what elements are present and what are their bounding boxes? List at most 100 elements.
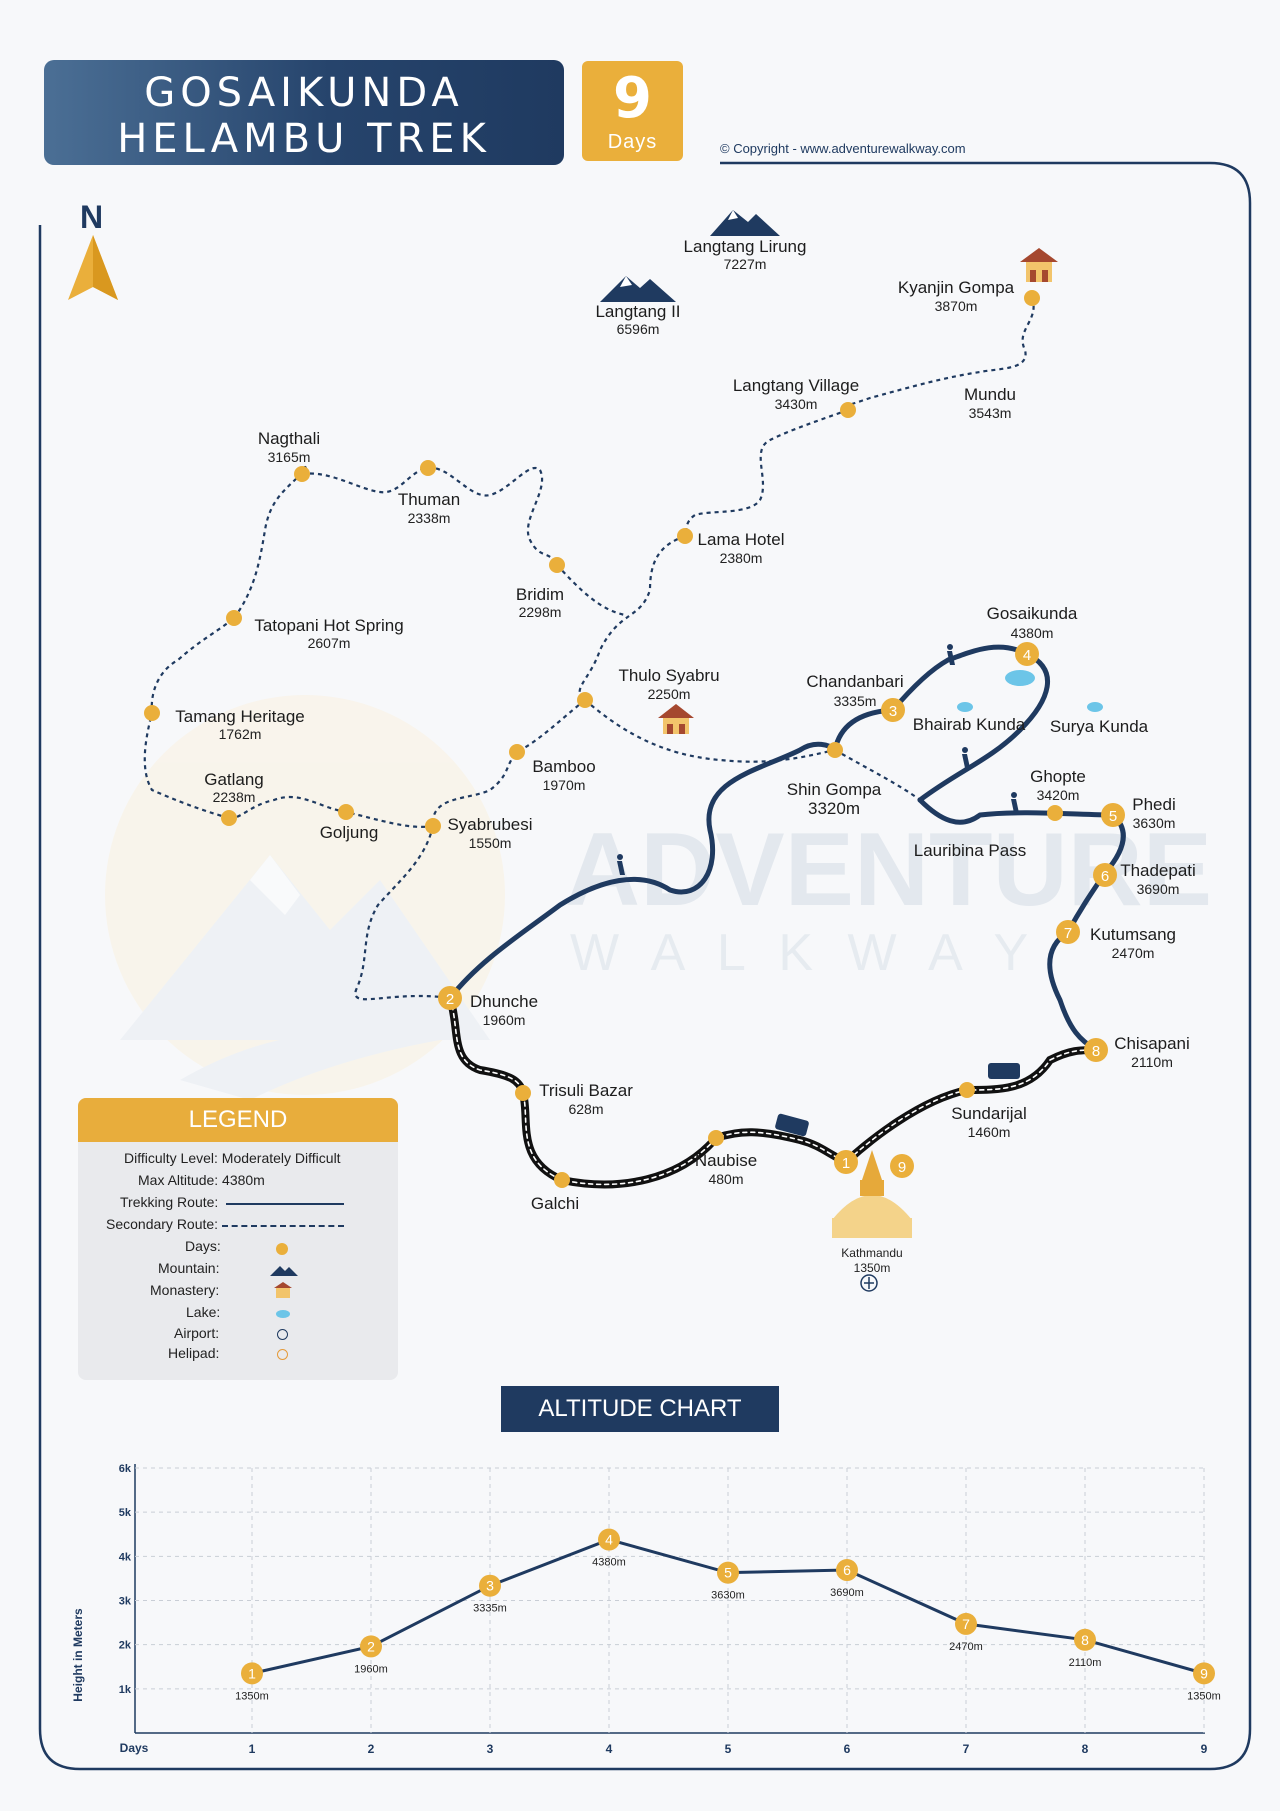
place-alt: 2470m [1112,945,1155,961]
x-tick-label: 6 [844,1742,851,1756]
day-marker: 5 [1109,808,1117,825]
altitude-point-day: 5 [724,1565,732,1581]
altitude-point-day: 6 [843,1562,851,1578]
y-tick-label: 6k [119,1463,132,1475]
place-name: Gatlang [204,770,264,789]
altitude-point-day: 7 [962,1616,970,1632]
place-alt: 2380m [720,550,763,566]
day-marker: 4 [1023,647,1031,664]
monastery-icon [658,704,694,734]
compass-label: N [80,199,103,235]
monastery-icon [274,1282,292,1298]
place-name: Lauribina Pass [914,841,1026,860]
place-alt: 4380m [1011,625,1054,641]
place-name: Bamboo [532,757,595,776]
altitude-point-day: 2 [367,1638,375,1654]
day-dot-icon [276,1243,288,1255]
legend-title: LEGEND [78,1098,398,1142]
place-name: Lama Hotel [698,530,785,549]
airport-icon [277,1329,288,1340]
place-alt: 1960m [483,1012,526,1028]
place-alt: 2338m [408,510,451,526]
x-tick-label: 3 [487,1742,494,1756]
place-alt: 1550m [469,835,512,851]
legend-helipad: Helipad: [168,1345,220,1361]
x-tick-label: 5 [725,1742,732,1756]
bus-icon [775,1113,809,1137]
place-name: Naubise [695,1151,757,1170]
page-frame [38,161,1252,1771]
place-alt: 3870m [935,298,978,314]
x-tick-label: 9 [1201,1742,1208,1756]
altitude-point [1074,1628,1096,1651]
altitude-value-label: 2470m [949,1641,983,1653]
monastery-icon [1020,248,1058,282]
mountain-name: Langtang II [595,302,680,321]
altitude-point [717,1561,739,1584]
day-marker: 2 [446,991,454,1008]
altitude-value-label: 1960m [354,1663,388,1675]
hiker-icon [1011,792,1019,813]
place-alt: 1970m [543,777,586,793]
place-alt: 2607m [308,635,351,651]
legend-airport: Airport: [174,1325,220,1341]
place-alt: 3543m [969,405,1012,421]
place-alt: 3335m [834,693,877,709]
title-banner: GOSAIKUNDA HELAMBU TREK [44,60,564,165]
day-markers: 1 2 3 4 5 6 7 8 9 [438,642,1125,1178]
x-tick-label: 2 [368,1742,375,1756]
helipad-icon [277,1349,288,1360]
altitude-point [479,1574,501,1597]
place-name: Shin Gompa [787,780,882,799]
place-name: Tamang Heritage [175,707,304,726]
lake-icon [1005,670,1035,686]
legend-secondary-route: Secondary Route: [106,1216,219,1232]
title-line-1: GOSAIKUNDA [144,70,464,116]
x-tick-label: 4 [606,1742,613,1756]
day-marker: 8 [1092,1043,1100,1060]
altitude-point [1193,1662,1215,1685]
y-tick-label: 3k [119,1596,132,1608]
place-name: Trisuli Bazar [539,1081,633,1100]
place-name: Surya Kunda [1050,717,1149,736]
mountain-icon [600,276,676,302]
place-name: Phedi [1132,795,1175,814]
day-marker: 9 [898,1159,906,1176]
day-marker: 3 [889,703,897,720]
lake-icon [276,1310,290,1318]
bus-icon [988,1063,1020,1079]
y-tick-label: 5k [119,1507,132,1519]
legend-difficulty: Difficulty Level: Moderately Difficult [124,1150,341,1166]
place-name: Nagthali [258,429,320,448]
y-tick-label: 4k [119,1551,132,1563]
days-number: 9 [613,66,652,131]
lake-icon [957,702,973,712]
place-alt: 1350m [854,1261,891,1275]
altitude-value-label: 3630m [711,1590,745,1602]
altitude-point [241,1662,263,1685]
x-axis-label: Days [120,1741,149,1755]
place-name: Mundu [964,385,1016,404]
altitude-value-label: 1350m [235,1690,269,1702]
place-alt: 1762m [219,726,262,742]
place-name: Chisapani [1114,1034,1190,1053]
legend-panel: Difficulty Level: Moderately Difficult M… [78,1098,398,1380]
map-labels: Langtang Lirung 7227m Langtang II 6596m … [175,237,1196,1275]
place-name: Gosaikunda [987,604,1078,623]
place-name: Sundarijal [951,1104,1027,1123]
place-alt: 628m [568,1101,603,1117]
place-alt: 3630m [1133,815,1176,831]
day-marker: 1 [842,1155,850,1172]
legend-days: Days: [185,1238,221,1254]
place-alt: 3320m [808,799,860,818]
place-name: Goljung [320,823,379,842]
altitude-point [360,1635,382,1658]
place-name: Kyanjin Gompa [898,278,1015,297]
y-axis-label: Height in Meters [71,1608,85,1702]
place-alt: 3165m [268,449,311,465]
altitude-point-day: 9 [1200,1665,1208,1681]
altitude-value-label: 4380m [592,1557,626,1569]
place-name: Thadepati [1120,861,1196,880]
